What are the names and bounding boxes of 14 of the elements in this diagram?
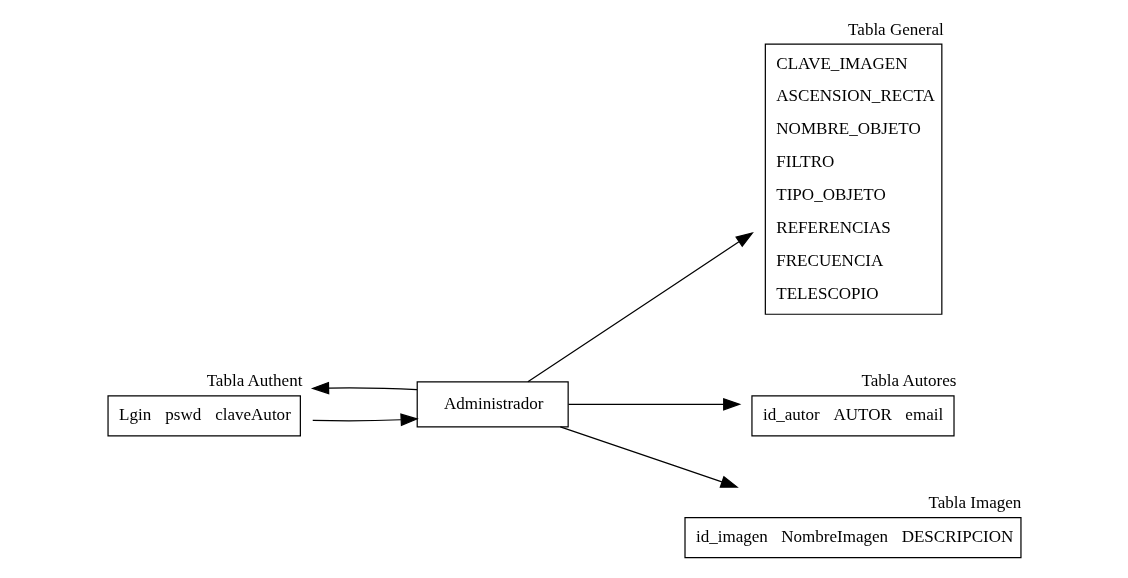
node-label: Tabla Autores: [861, 371, 956, 391]
node-box: Administrador: [416, 381, 569, 428]
arrow: [310, 381, 418, 395]
node-label: Tabla Authent: [206, 371, 302, 391]
arrow: [567, 397, 741, 411]
node-box: id_imagen NombreImagen DESCRIPCION: [683, 516, 1022, 559]
node-box: id_autor AUTOR email: [750, 395, 955, 437]
node-label: Tabla General: [847, 19, 944, 39]
arrow: [311, 413, 419, 427]
node-box: CLAVE_IMAGEN ASCENSION_RECTA NOMBRE_OBJETO FILTRO TIPO_OBJETO REFERENCIAS FRECUENCIA TELESCOPIO: [764, 43, 942, 315]
node-box: Lgin pswd claveAutor: [106, 395, 301, 437]
arrow: [559, 426, 739, 488]
node-label: Tabla Imagen: [927, 493, 1021, 513]
arrow: [526, 231, 754, 383]
